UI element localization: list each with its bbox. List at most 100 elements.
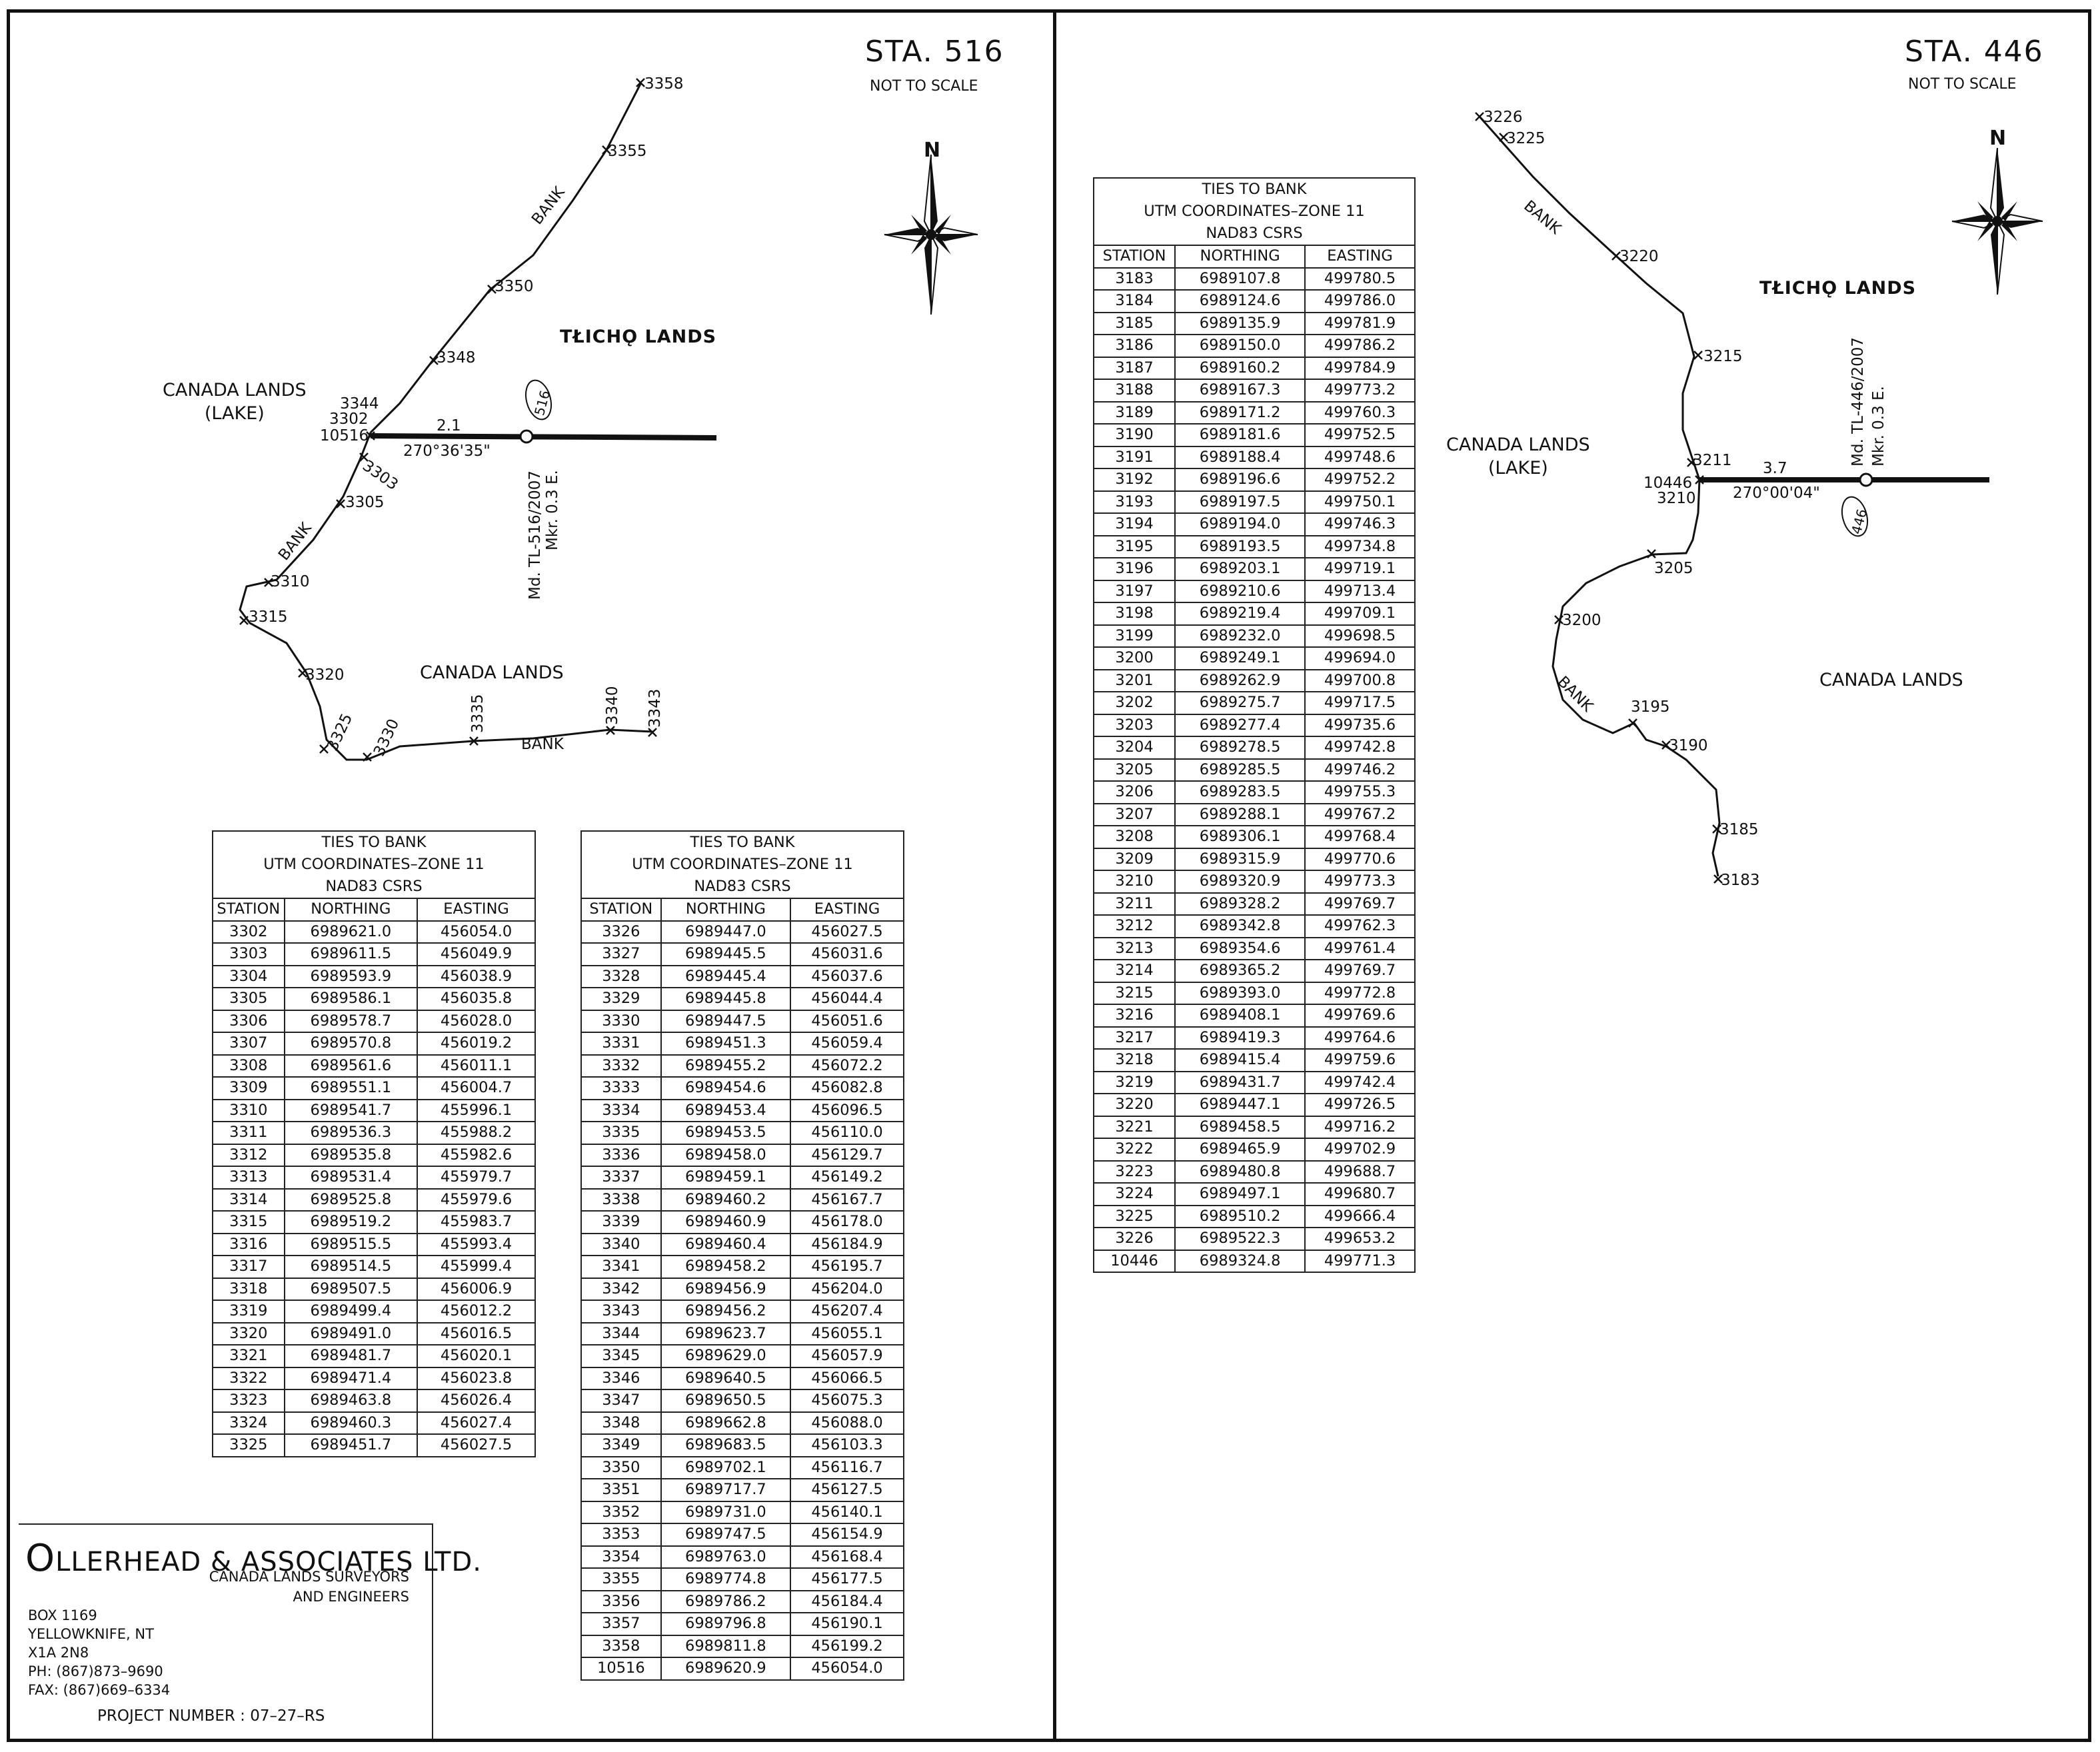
cell-station: 3200 xyxy=(1092,646,1176,670)
cell-northing: 6989328.2 xyxy=(1174,892,1306,916)
cell-easting: 456184.4 xyxy=(790,1589,904,1613)
cell-northing: 6989702.1 xyxy=(660,1455,792,1479)
cell-northing: 6989171.2 xyxy=(1174,401,1306,425)
cell-northing: 6989160.2 xyxy=(1174,356,1306,380)
cell-station: 3201 xyxy=(1092,668,1176,692)
cell-northing: 6989460.9 xyxy=(660,1210,792,1234)
station-3343: 3343 xyxy=(646,688,664,728)
cell-northing: 6989408.1 xyxy=(1174,1004,1306,1028)
north-arrow-left xyxy=(884,154,978,315)
cell-northing: 6989445.5 xyxy=(660,942,792,966)
marker-label-446: Mkr. 0.3 E. xyxy=(1870,386,1887,466)
cell-station: 3219 xyxy=(1092,1070,1176,1094)
cell-easting: 499760.3 xyxy=(1304,401,1416,425)
station-3310: 3310 xyxy=(271,573,310,590)
cell-northing: 6989181.6 xyxy=(1174,423,1306,447)
cell-northing: 6989167.3 xyxy=(1174,379,1306,403)
cell-easting: 456140.1 xyxy=(790,1500,904,1524)
station-3302: 3302 xyxy=(329,411,369,428)
cell-easting: 499752.2 xyxy=(1304,468,1416,492)
cell-station: 3322 xyxy=(212,1366,285,1390)
cell-station: 3186 xyxy=(1092,334,1176,358)
cell-station: 3302 xyxy=(212,920,285,944)
cell-station: 3324 xyxy=(212,1411,285,1435)
station-3358: 3358 xyxy=(644,75,684,93)
cell-easting: 456168.4 xyxy=(790,1545,904,1569)
cell-station: 3309 xyxy=(212,1076,285,1100)
cell-easting: 456028.0 xyxy=(417,1009,536,1033)
lake-label: (LAKE) xyxy=(204,403,265,425)
cell-northing: 6989453.4 xyxy=(660,1098,792,1122)
table-header-line3: NAD83 CSRS xyxy=(212,876,536,898)
cell-northing: 6989150.0 xyxy=(1174,334,1306,358)
cell-easting: 499746.3 xyxy=(1304,512,1416,536)
station-3220: 3220 xyxy=(1619,248,1659,265)
cell-easting: 499700.8 xyxy=(1304,668,1416,692)
column-header-northing: NORTHING xyxy=(283,898,419,922)
bank-line-north-516 xyxy=(369,82,642,434)
cell-easting: 456054.0 xyxy=(790,1657,904,1681)
cell-station: 3312 xyxy=(212,1143,285,1167)
cell-northing: 6989393.0 xyxy=(1174,981,1306,1005)
cell-northing: 6989522.3 xyxy=(1174,1227,1306,1251)
cell-easting: 455999.4 xyxy=(417,1255,536,1279)
cell-easting: 499717.5 xyxy=(1304,691,1416,715)
cell-station: 3208 xyxy=(1092,825,1176,849)
cell-northing: 6989278.5 xyxy=(1174,736,1306,760)
cell-northing: 6989620.9 xyxy=(660,1657,792,1681)
cell-easting: 456026.4 xyxy=(417,1389,536,1413)
cell-station: 3207 xyxy=(1092,802,1176,826)
cell-station: 3317 xyxy=(212,1255,285,1279)
cell-easting: 499761.4 xyxy=(1304,936,1416,960)
cell-station: 3184 xyxy=(1092,289,1176,313)
cell-northing: 6989459.1 xyxy=(660,1166,792,1190)
cell-northing: 6989531.4 xyxy=(283,1166,419,1190)
cell-northing: 6989621.0 xyxy=(283,920,419,944)
cell-station: 3310 xyxy=(212,1098,285,1122)
company-postal: X1A 2N8 xyxy=(28,1645,89,1661)
cell-easting: 456167.7 xyxy=(790,1188,904,1212)
cell-station: 3183 xyxy=(1092,267,1176,291)
cell-northing: 6989262.9 xyxy=(1174,668,1306,692)
cell-easting: 499769.6 xyxy=(1304,1004,1416,1028)
cell-station: 3319 xyxy=(212,1300,285,1323)
cell-station: 3193 xyxy=(1092,490,1176,514)
cell-station: 3190 xyxy=(1092,423,1176,447)
cell-northing: 6989431.7 xyxy=(1174,1070,1306,1094)
column-header-easting: EASTING xyxy=(417,898,536,922)
cell-easting: 499752.5 xyxy=(1304,423,1416,447)
station-3350: 3350 xyxy=(495,278,534,295)
column-header-easting: EASTING xyxy=(790,898,904,922)
cell-northing: 6989193.5 xyxy=(1174,534,1306,558)
cell-station: 3333 xyxy=(580,1076,662,1100)
cell-easting: 456204.0 xyxy=(790,1277,904,1301)
cell-easting: 499771.3 xyxy=(1304,1249,1416,1273)
cell-easting: 456059.4 xyxy=(790,1032,904,1056)
tie-line-516 xyxy=(370,433,717,440)
cell-station: 3209 xyxy=(1092,847,1176,871)
station-10446: 10446 xyxy=(1643,474,1693,492)
